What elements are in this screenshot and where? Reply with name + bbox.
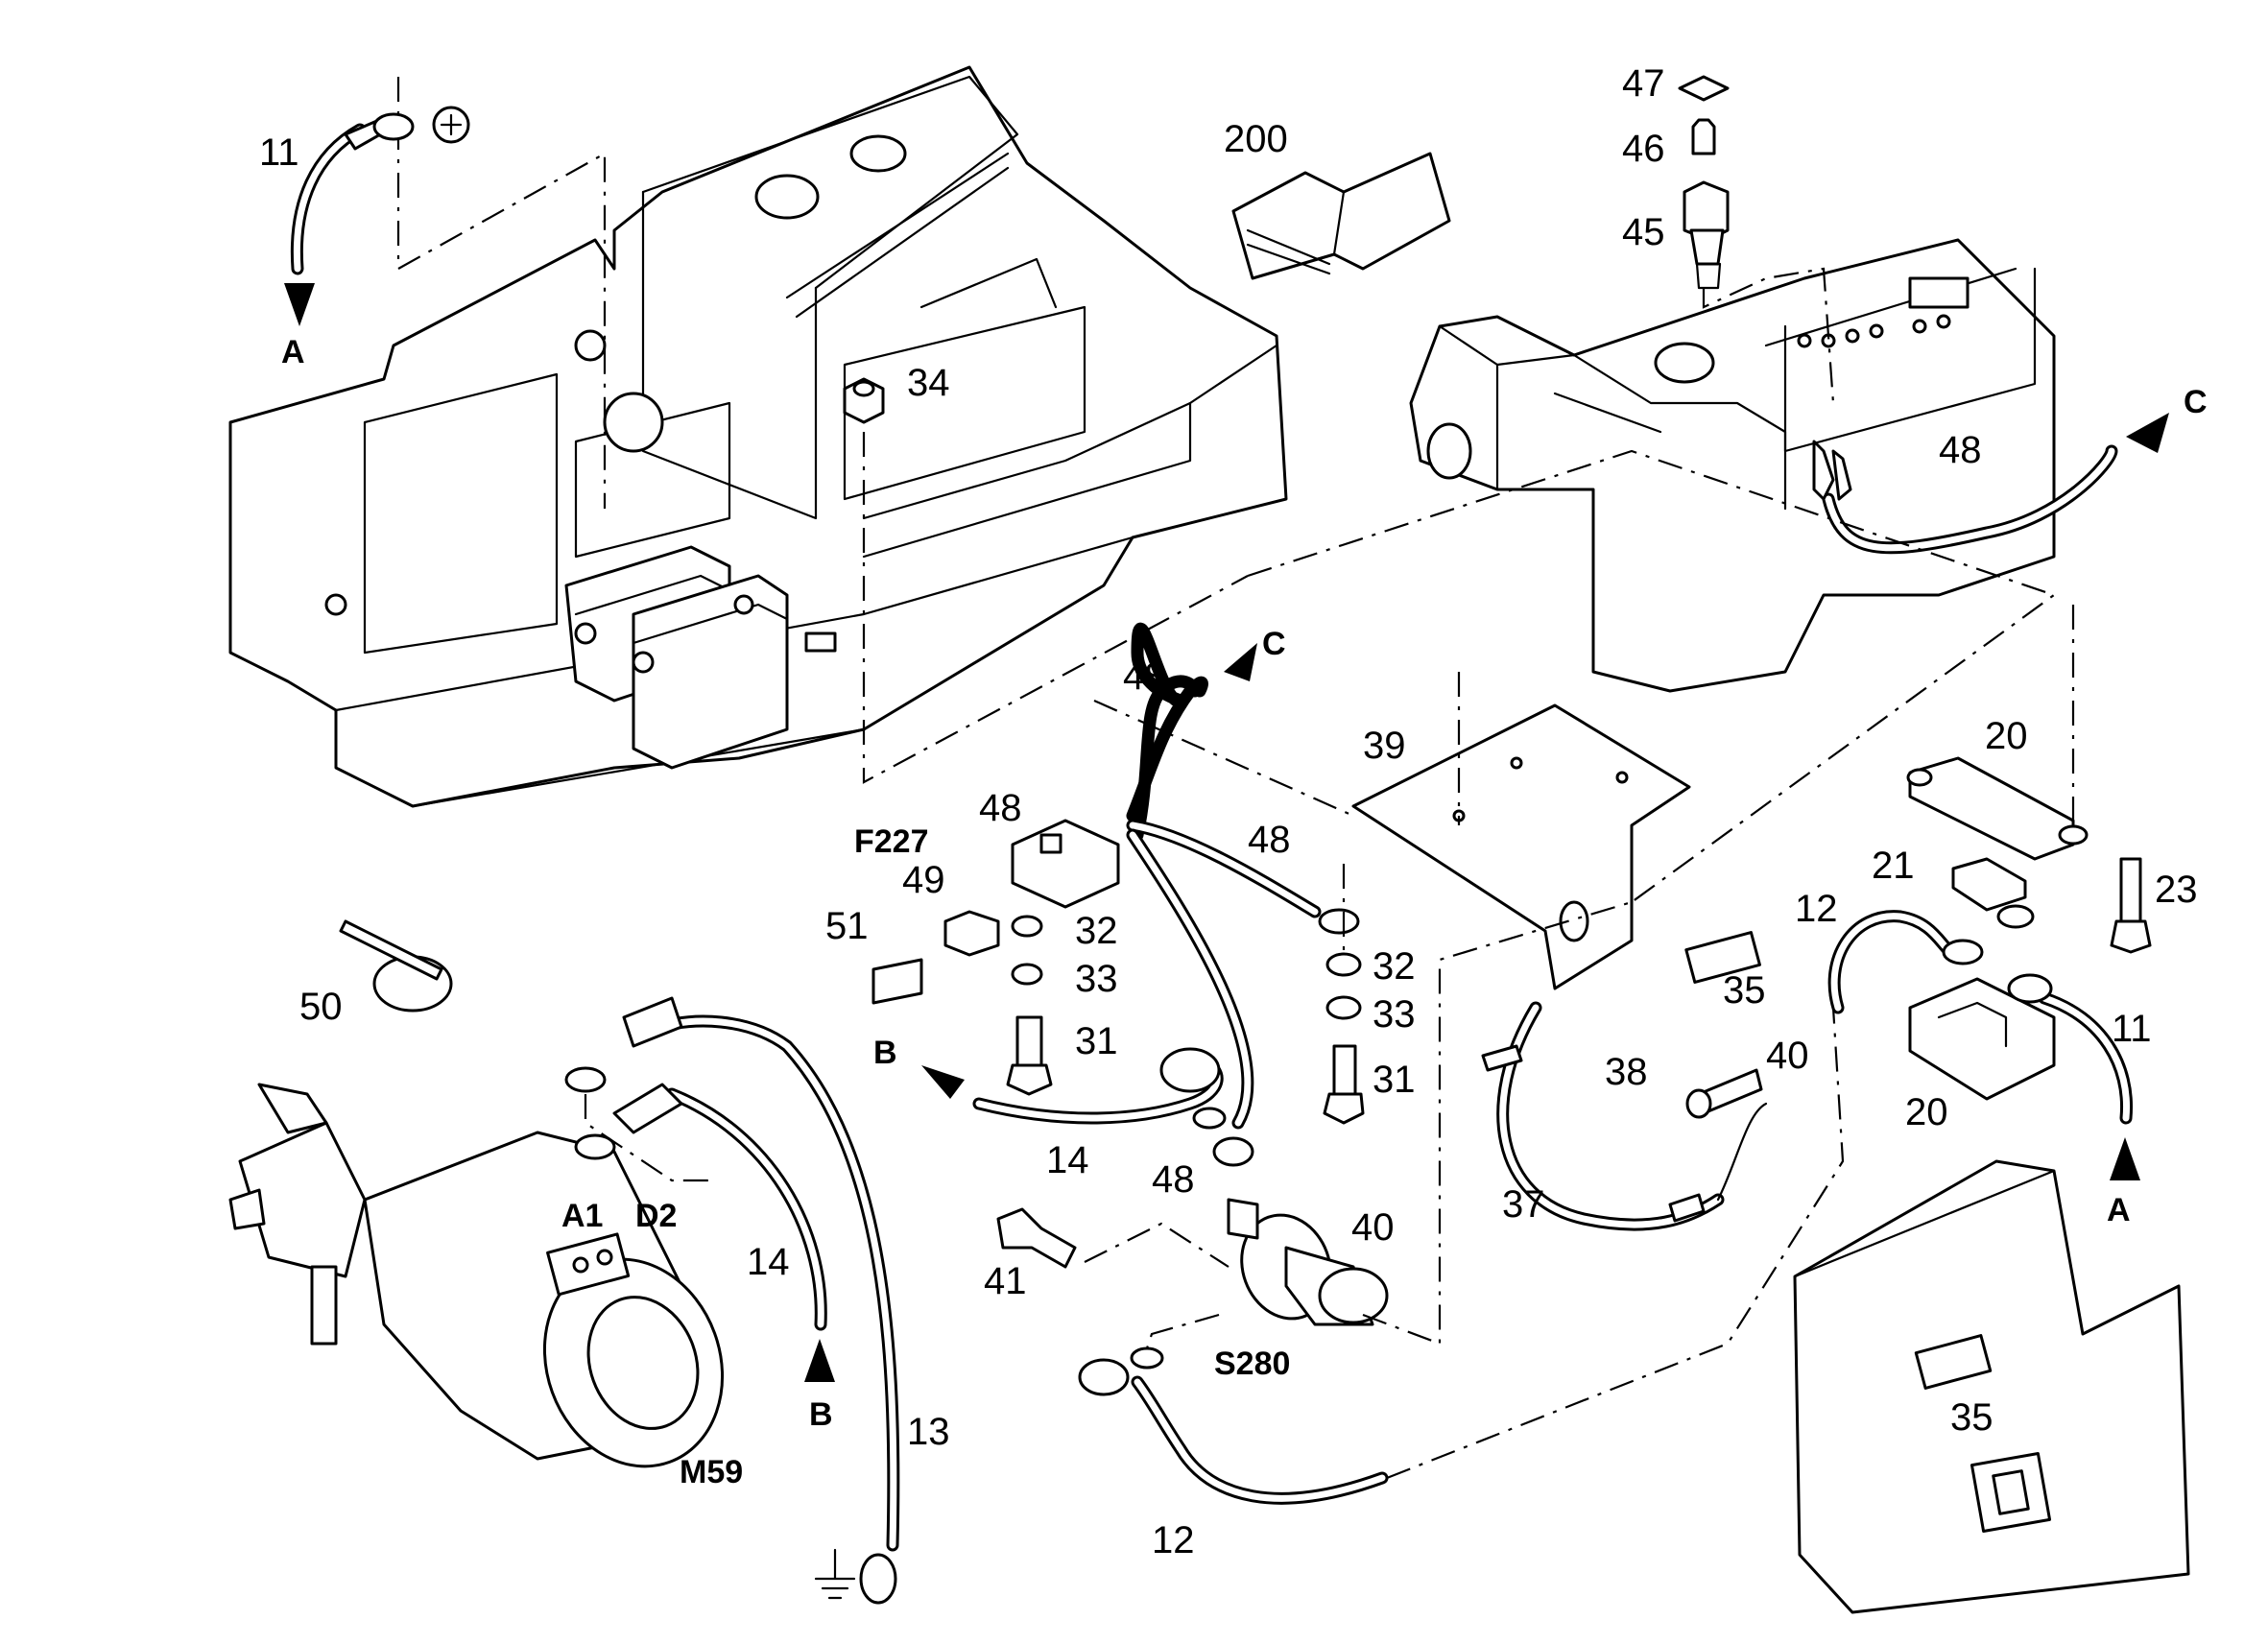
dashboard-console (1409, 238, 2056, 693)
arrow-right-icon (1224, 643, 1257, 681)
connector-40-right (1685, 1068, 1763, 1119)
cable-14-center (921, 1047, 1227, 1130)
bracket-39 (1351, 703, 1691, 990)
switch-components (1678, 75, 1730, 290)
ground-symbol-icon (814, 1548, 856, 1600)
part-label-20: 20 (1985, 715, 2028, 757)
cable-11-right (2007, 973, 2140, 1180)
part-label-48: 48 (1939, 429, 1982, 471)
arrow-label-c: C (2184, 384, 2208, 420)
arrow-label-b: B (809, 1396, 833, 1433)
cable-13-ground (564, 996, 900, 1605)
part-label-33: 33 (1075, 958, 1118, 1000)
part-label-48: 48 (1152, 1158, 1195, 1201)
part-label-21: 21 (1872, 845, 1915, 887)
part-label-48: 48 (1123, 655, 1166, 698)
battery-switch-s280 (1212, 1136, 1389, 1326)
arrow-left-icon (921, 1065, 965, 1099)
terminal-label-a1: A1 (561, 1198, 603, 1234)
part-label-48: 48 (1248, 819, 1291, 861)
part-label-12: 12 (1152, 1519, 1195, 1561)
part-label-11: 11 (2112, 1008, 2152, 1050)
cable-48-fuse (1126, 819, 1360, 1130)
component-label-m59: M59 (680, 1454, 743, 1490)
arrow-label-b: B (873, 1035, 897, 1071)
part-label-48: 48 (979, 787, 1022, 829)
part-label-200: 200 (1224, 118, 1288, 160)
manual-book-icon (1231, 152, 1451, 280)
leader-line (584, 1094, 710, 1182)
leader-line (1084, 1222, 1229, 1268)
arrow-up-icon (2110, 1137, 2140, 1180)
part-label-46: 46 (1622, 128, 1665, 170)
part-label-31: 31 (1075, 1020, 1118, 1062)
leader-line (1386, 1007, 1845, 1480)
part-label-35: 35 (1950, 1396, 1993, 1439)
leader-line (1362, 900, 1633, 1346)
part-label-47: 47 (1622, 62, 1665, 105)
part-label-37: 37 (1502, 1183, 1545, 1226)
bolt-41 (996, 1207, 1077, 1269)
leader-line (1093, 449, 2057, 903)
label-plate-35 (1914, 1334, 1993, 1390)
arrow-up-icon (804, 1339, 835, 1382)
leader-line (862, 432, 1249, 784)
arrow-right-icon (2126, 413, 2169, 453)
part-label-11: 11 (259, 131, 299, 174)
terminal-block-20 (1906, 756, 2152, 1101)
part-label-23: 23 (2155, 869, 2198, 911)
part-label-32: 32 (1075, 910, 1118, 952)
side-cover-panel (1793, 1159, 2190, 1614)
part-label-14: 14 (1046, 1139, 1089, 1181)
part-label-40: 40 (1766, 1035, 1809, 1077)
leader-line (1140, 1313, 1220, 1364)
terminal-label-d2: D2 (635, 1198, 677, 1234)
leader-line (1702, 267, 1835, 404)
part-label-35: 35 (1723, 969, 1766, 1012)
part-number-labels: 11 A 200 47 46 45 34 C 48 48 C 39 48 F22… (259, 62, 2208, 1561)
label-plate-35 (1684, 931, 1761, 984)
arrow-label-c: C (1262, 626, 1286, 662)
battery-pair (564, 545, 789, 770)
part-label-40: 40 (1351, 1206, 1395, 1249)
part-label-20: 20 (1905, 1091, 1948, 1133)
part-label-14: 14 (747, 1241, 790, 1283)
part-label-41: 41 (984, 1260, 1027, 1302)
part-label-45: 45 (1622, 211, 1665, 253)
battery-compartment-frame (228, 65, 1288, 808)
cable-11-top (284, 106, 470, 326)
component-label-f227: F227 (854, 823, 929, 860)
arrow-down-icon (284, 283, 315, 326)
part-label-34: 34 (907, 362, 950, 404)
arrow-label-a: A (281, 334, 305, 370)
part-label-49: 49 (902, 859, 945, 901)
bolt-washer-stack (1323, 864, 1365, 1125)
cable-14-starter (574, 1083, 835, 1382)
cable-harness-37-38 (1481, 1001, 1768, 1231)
arrow-label-a: A (2107, 1192, 2131, 1228)
part-label-50: 50 (299, 986, 343, 1028)
nut-34 (843, 377, 885, 424)
cable-48-dashboard (1812, 413, 2169, 555)
fuse-holder-f227 (871, 819, 1120, 1096)
cable-48-center (1126, 622, 1257, 842)
part-label-12: 12 (1795, 888, 1838, 930)
starter-motor-m59 (228, 1083, 725, 1468)
part-label-13: 13 (907, 1411, 950, 1453)
part-label-33: 33 (1373, 993, 1416, 1036)
component-label-s280: S280 (1214, 1346, 1290, 1382)
leader-line (396, 77, 607, 509)
cable-12-bottom (1078, 1346, 1389, 1505)
part-label-39: 39 (1363, 725, 1406, 767)
part-label-51: 51 (825, 905, 869, 947)
cable-12-right (1827, 910, 1984, 1014)
part-label-32: 32 (1373, 945, 1416, 988)
cable-tie-50 (339, 919, 453, 1013)
part-label-31: 31 (1373, 1059, 1416, 1101)
part-label-38: 38 (1605, 1051, 1648, 1093)
